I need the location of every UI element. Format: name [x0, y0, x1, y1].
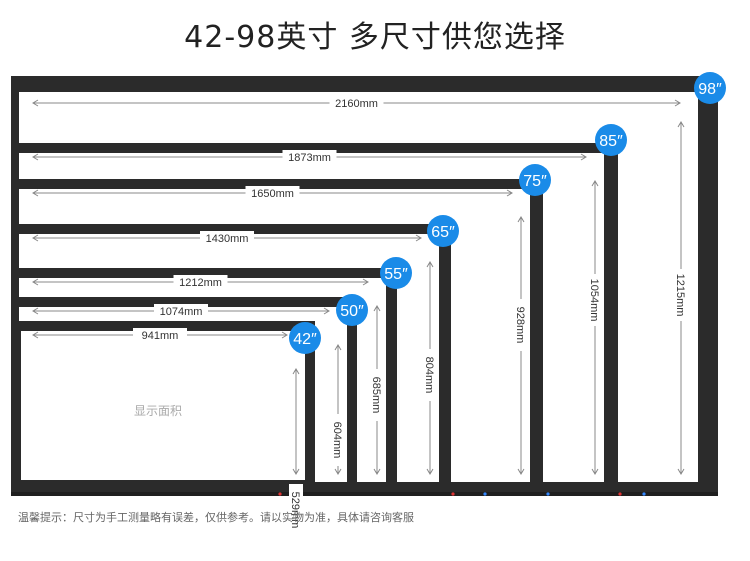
arrow-head: [32, 234, 39, 242]
size-badge-50: 50″: [336, 294, 368, 326]
arrow-head: [677, 121, 685, 128]
size-badge-label: 85″: [599, 133, 623, 150]
height-label-bg: [588, 274, 602, 326]
arrow-head: [292, 368, 300, 375]
display-area-label: 显示面积: [134, 404, 182, 418]
height-label-75: 928mm: [514, 307, 526, 344]
arrow-head: [292, 468, 300, 475]
page-title: 42-98英寸 多尺寸供您选择: [184, 20, 566, 55]
height-label-bg: [331, 414, 345, 466]
arrow-head: [32, 99, 39, 107]
size-badge-label: 42″: [293, 331, 317, 348]
height-label-bg: [674, 269, 688, 321]
width-label-85: 1873mm: [288, 152, 331, 164]
height-label-85: 1054mm: [588, 279, 600, 322]
arrow-head: [323, 307, 330, 315]
indicator-light: [483, 492, 487, 496]
size-badge-75: 75″: [519, 164, 551, 196]
width-label-bg: [245, 186, 300, 200]
height-label-bg: [370, 369, 384, 421]
size-badge-55: 55″: [380, 257, 412, 289]
arrow-head: [373, 468, 381, 475]
arrow-head: [334, 344, 342, 351]
arrow-head: [362, 278, 369, 286]
width-label-75: 1650mm: [251, 188, 294, 200]
width-label-55: 1212mm: [179, 277, 222, 289]
footnote: 温馨提示：尺寸为手工测量略有误差，仅供参考。请以实物为准，具体请咨询客服: [18, 511, 414, 524]
width-label-50: 1074mm: [160, 306, 203, 318]
arrow-head: [677, 468, 685, 475]
arrow-head: [426, 261, 434, 268]
height-label-bg: [514, 299, 528, 351]
arrow-head: [426, 468, 434, 475]
indicator-light: [546, 492, 550, 496]
indicator-light: [642, 492, 646, 496]
arrow-head: [32, 189, 39, 197]
width-label-98: 2160mm: [335, 98, 378, 110]
arrow-head: [32, 278, 39, 286]
height-label-42: 529mm: [289, 492, 301, 529]
arrow-head: [591, 468, 599, 475]
width-label-bg: [200, 231, 254, 245]
arrow-head: [32, 307, 39, 315]
width-label-bg: [282, 150, 337, 164]
width-label-42: 941mm: [142, 330, 179, 342]
height-label-50: 604mm: [331, 422, 343, 459]
arrow-head: [506, 189, 513, 197]
size-badge-label: 50″: [340, 303, 364, 320]
height-label-98: 1215mm: [674, 274, 686, 317]
arrow-head: [517, 216, 525, 223]
size-badge-85: 85″: [595, 124, 627, 156]
size-badge-label: 75″: [523, 173, 547, 190]
width-label-bg: [133, 328, 187, 342]
size-badge-label: 65″: [431, 224, 455, 241]
arrow-head: [373, 305, 381, 312]
indicator-light: [451, 492, 455, 496]
height-label-55: 685mm: [370, 377, 382, 414]
height-label-bg: [289, 484, 303, 536]
arrow-head: [517, 468, 525, 475]
arrow-head: [674, 99, 681, 107]
arrow-head: [591, 180, 599, 187]
arrow-head: [580, 153, 587, 161]
indicator-light: [618, 492, 622, 496]
arrow-head: [415, 234, 422, 242]
size-badge-65: 65″: [427, 215, 459, 247]
bezel-bottom: [11, 492, 718, 496]
size-badge-label: 98″: [698, 81, 722, 98]
arrow-head: [32, 153, 39, 161]
size-badge-98: 98″: [694, 72, 726, 104]
width-label-65: 1430mm: [206, 233, 249, 245]
width-label-bg: [154, 304, 208, 318]
width-label-bg: [173, 275, 228, 289]
indicator-light: [278, 492, 282, 496]
width-label-bg: [329, 96, 384, 110]
height-label-65: 804mm: [423, 357, 435, 394]
arrow-head: [32, 331, 39, 339]
arrow-head: [334, 468, 342, 475]
arrow-head: [281, 331, 288, 339]
height-label-bg: [423, 349, 437, 401]
size-badge-label: 55″: [384, 266, 408, 283]
screen-panel-42: [21, 331, 305, 480]
size-badge-42: 42″: [289, 322, 321, 354]
